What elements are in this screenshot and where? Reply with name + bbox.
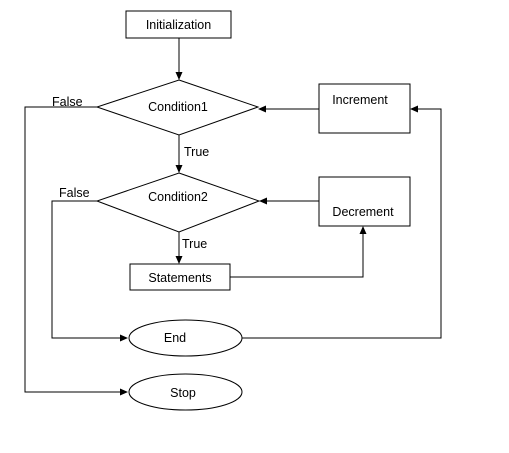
- arrowhead: [410, 105, 418, 113]
- condition2-node: Condition2: [95, 172, 261, 233]
- condition2-false-label: False: [59, 186, 90, 200]
- increment-label: Increment: [332, 93, 388, 107]
- arrowhead: [259, 197, 267, 205]
- statements-label: Statements: [148, 271, 211, 285]
- decrement-node: Decrement: [318, 176, 411, 227]
- edge-statements-to-decrement: [230, 234, 364, 278]
- condition2-true-label: True: [182, 237, 207, 251]
- arrowhead: [120, 334, 128, 342]
- condition1-node: Condition1: [95, 79, 260, 136]
- condition1-true-label: True: [184, 145, 209, 159]
- end-label: End: [164, 331, 186, 345]
- end-node: End: [128, 319, 243, 357]
- arrowhead: [359, 226, 367, 234]
- initialization-node: Initialization: [125, 10, 232, 39]
- condition1-false-label: False: [52, 95, 83, 109]
- statements-node: Statements: [129, 263, 231, 291]
- increment-node: Increment: [318, 83, 411, 134]
- initialization-label: Initialization: [146, 18, 211, 32]
- arrowhead: [175, 165, 183, 173]
- arrowhead: [175, 72, 183, 80]
- stop-node: Stop: [128, 373, 243, 411]
- condition2-label: Condition2: [148, 190, 208, 204]
- stop-label: Stop: [170, 386, 196, 400]
- edge-condition1-false: [24, 106, 120, 393]
- arrowhead: [175, 256, 183, 264]
- condition1-label: Condition1: [148, 100, 208, 114]
- edge-condition2-false: [51, 200, 120, 339]
- decrement-label: Decrement: [332, 205, 394, 219]
- edge-end-to-increment: [242, 108, 442, 339]
- arrowhead: [120, 388, 128, 396]
- arrowhead: [258, 105, 266, 113]
